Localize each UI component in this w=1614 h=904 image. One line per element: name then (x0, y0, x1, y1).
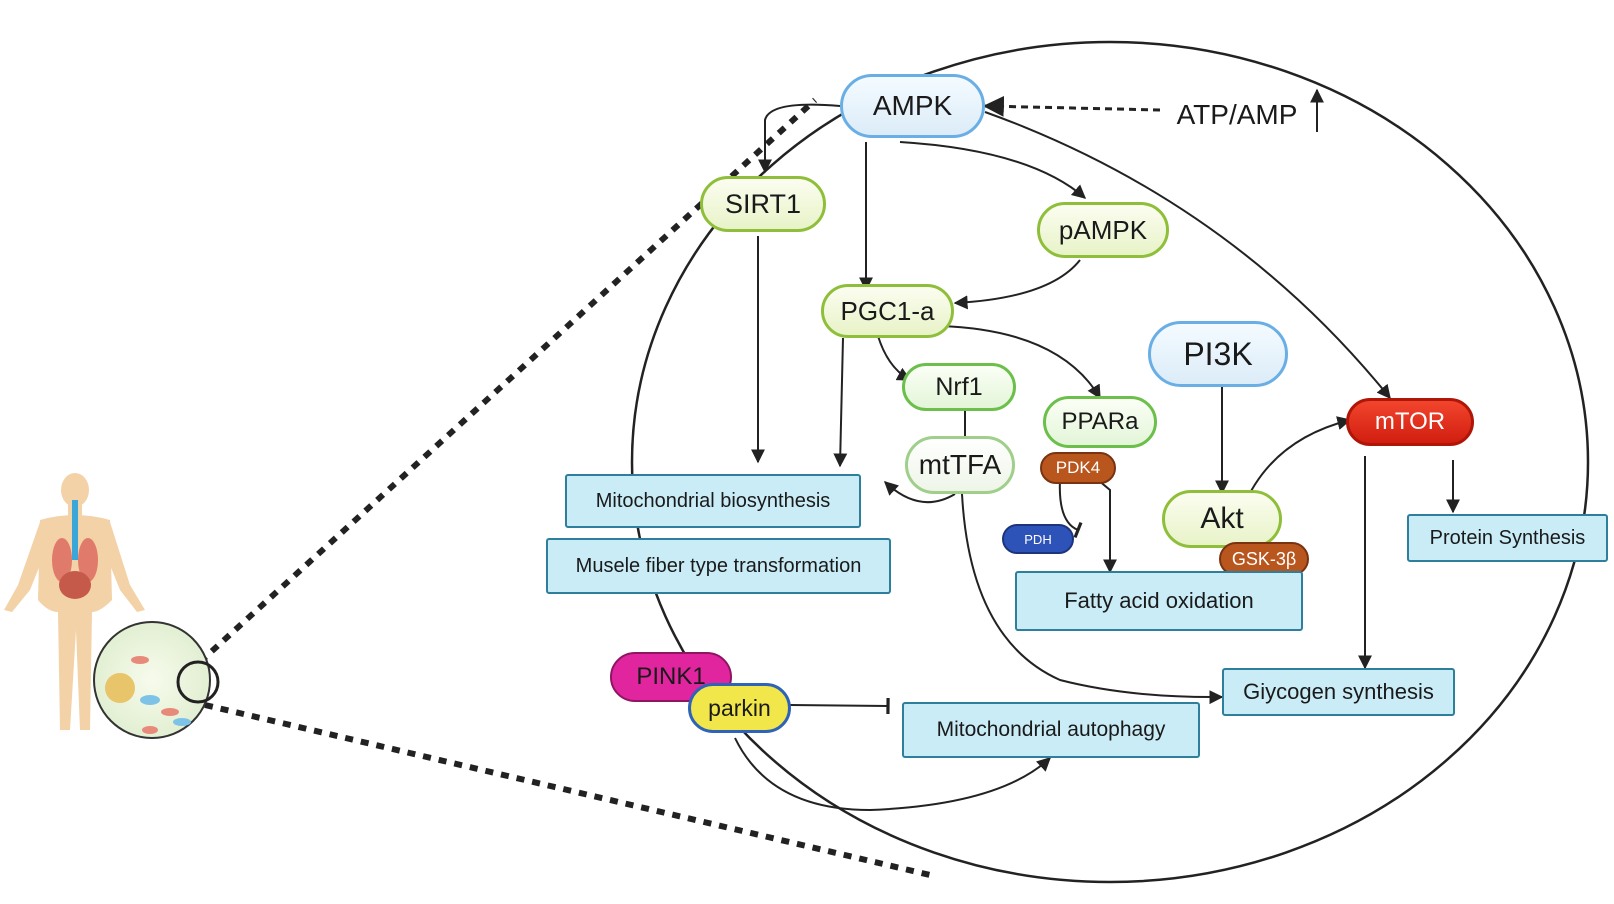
node-mtor: mTOR (1346, 398, 1474, 446)
edge-mttfa-glycogen (961, 493, 1224, 705)
node-pdk4: PDK4 (1040, 452, 1116, 484)
outcome-protein-synthesis: Protein Synthesis (1407, 514, 1608, 562)
node-ampk: AMPK (840, 74, 985, 138)
edge-ampk-pampk (899, 141, 1087, 199)
node-pgc1a: PGC1-a (821, 284, 954, 338)
node-nrf1: Nrf1 (902, 363, 1016, 411)
edge-pgc1a-mito (833, 337, 848, 468)
edge-mttfa-loop (883, 481, 956, 504)
cell-icon (93, 621, 220, 739)
node-akt: Akt (1162, 490, 1282, 548)
edge-parkin-autophagy (789, 697, 890, 715)
outcome-fiber-transformation: Musele fiber type transformation (546, 538, 891, 594)
zoom-line-bottom (204, 702, 931, 878)
outcome-fatty-acid-oxidation: Fatty acid oxidation (1015, 571, 1303, 631)
node-gsk3b: GSK-3β (1219, 542, 1309, 576)
cell-outline (630, 40, 1590, 884)
edge-ampk-sirt1 (758, 103, 841, 174)
outcome-mito-biosynthesis: Mitochondrial biosynthesis (565, 474, 861, 528)
edge-pampk-pgc1a (953, 259, 1081, 310)
node-sirt1: SIRT1 (700, 176, 826, 232)
node-pampk: pAMPK (1037, 202, 1169, 258)
node-pdh: PDH (1002, 524, 1074, 554)
edge-pgc1a-ppara (939, 325, 1101, 400)
human-body-icon (4, 473, 145, 730)
node-ppara: PPARa (1043, 396, 1157, 448)
edge-ampk-mtor (984, 111, 1391, 400)
edge-parkin-autophagy-curve (734, 737, 1052, 812)
edge-pdk4-pdh (1058, 479, 1083, 539)
edge-atp-ampk (982, 95, 1161, 117)
node-mttfa: mtTFA (905, 436, 1015, 494)
outcome-mito-autophagy: Mitochondrial autophagy (902, 702, 1200, 758)
node-parkin: parkin (688, 683, 791, 733)
node-pi3k: PI3K (1148, 321, 1288, 387)
edge-pdk4-fao (1097, 479, 1117, 574)
node-atp-amp: ATP/AMP (1176, 99, 1298, 130)
outcome-glycogen-synthesis: Giycogen synthesis (1222, 668, 1455, 716)
